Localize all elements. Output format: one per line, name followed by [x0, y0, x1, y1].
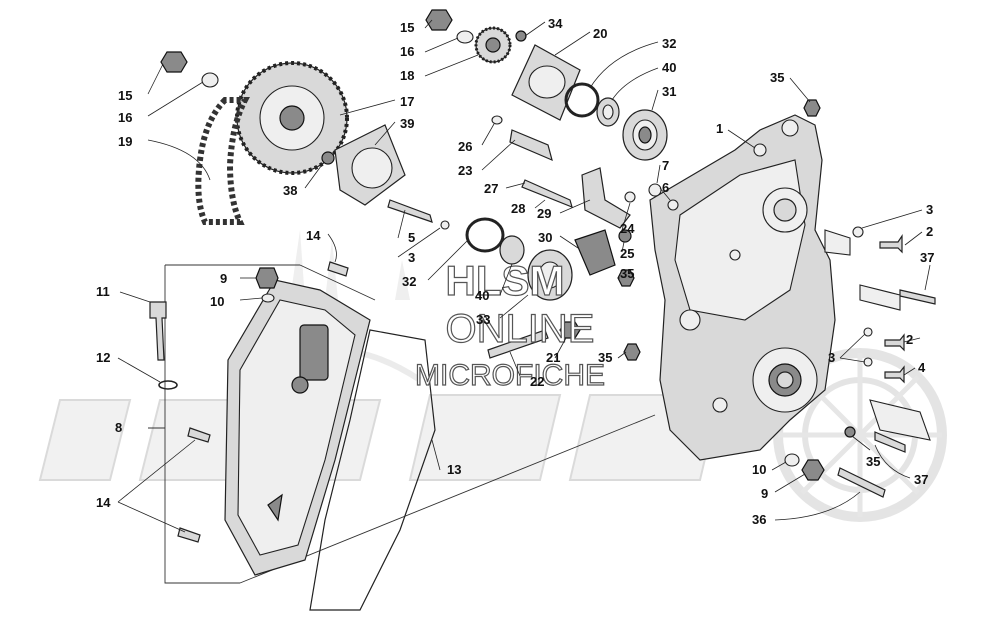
- upper-shaft-parts: [425, 9, 821, 161]
- callout-24: 24: [620, 221, 635, 236]
- callout-35-low: 35: [598, 350, 612, 365]
- callout-32-mid: 32: [402, 274, 416, 289]
- callout-37-top: 37: [920, 250, 934, 265]
- callout-40-mid: 40: [475, 288, 489, 303]
- callout-10-top: 10: [210, 294, 224, 309]
- callout-11: 11: [96, 284, 110, 299]
- callout-37-bottom: 37: [914, 472, 928, 487]
- cover-assembly-bracket: [148, 264, 656, 584]
- watermark-line3: MICROFICHE: [415, 359, 605, 392]
- callout-20: 20: [593, 26, 607, 41]
- callout-23: 23: [458, 163, 472, 178]
- callout-14-bottom: 14: [96, 495, 111, 510]
- callout-labels: 15 16 18 34 20 32 40 31 35 15 16 17 19 3…: [96, 16, 934, 527]
- callout-40-top: 40: [662, 60, 676, 75]
- callout-1: 1: [716, 121, 723, 136]
- callout-10-bottom: 10: [752, 462, 766, 477]
- callout-13: 13: [447, 462, 461, 477]
- callout-31: 31: [662, 84, 676, 99]
- callout-35-mid: 35: [620, 266, 634, 281]
- callout-32-top: 32: [662, 36, 676, 51]
- leader-lines: [117, 19, 931, 533]
- callout-30: 30: [538, 230, 552, 245]
- callout-6: 6: [662, 180, 669, 195]
- callout-33: 33: [476, 312, 490, 327]
- callout-3-mid: 3: [408, 250, 415, 265]
- callout-7: 7: [662, 158, 669, 173]
- callout-15-top: 15: [400, 20, 414, 35]
- callout-26: 26: [458, 139, 472, 154]
- cover-fasteners: [149, 261, 349, 543]
- callout-14-top: 14: [306, 228, 321, 243]
- callout-4: 4: [918, 360, 926, 375]
- callout-39: 39: [400, 116, 414, 131]
- callout-27: 27: [484, 181, 498, 196]
- callout-2-right-top: 2: [926, 224, 933, 239]
- callout-19: 19: [118, 134, 132, 149]
- callout-5: 5: [408, 230, 415, 245]
- callout-34: 34: [548, 16, 563, 31]
- callout-22: 22: [530, 374, 544, 389]
- chaincase-cover: [224, 279, 371, 576]
- callout-3-right-top: 3: [926, 202, 933, 217]
- callout-28: 28: [511, 201, 525, 216]
- drive-gear-and-chain: [160, 51, 406, 225]
- callout-9-top: 9: [220, 271, 227, 286]
- cover-gasket: [309, 329, 436, 611]
- watermark-line2: ONLINE: [446, 307, 595, 351]
- right-fasteners: [784, 226, 936, 498]
- hlsm-watermark: HLSM ONLINE MICROFICHE: [414, 256, 605, 392]
- callout-3-right-low: 3: [828, 350, 835, 365]
- callout-16-left: 16: [118, 110, 132, 125]
- callout-29: 29: [537, 206, 551, 221]
- callout-36: 36: [752, 512, 766, 527]
- callout-25: 25: [620, 246, 634, 261]
- callout-21: 21: [546, 350, 560, 365]
- callout-16-top: 16: [400, 44, 414, 59]
- callout-12: 12: [96, 350, 110, 365]
- watermark-line1: HLSM: [446, 257, 565, 304]
- callout-35-bottom: 35: [866, 454, 880, 469]
- callout-8: 8: [115, 420, 122, 435]
- callout-35-top: 35: [770, 70, 784, 85]
- chaincase-housing: [649, 114, 851, 461]
- callout-9-bottom: 9: [761, 486, 768, 501]
- callout-2-right-mid: 2: [906, 332, 913, 347]
- callout-17: 17: [400, 94, 414, 109]
- callout-38: 38: [283, 183, 297, 198]
- callout-18: 18: [400, 68, 414, 83]
- mid-shaft-parts: [387, 115, 679, 361]
- callout-15-left: 15: [118, 88, 132, 103]
